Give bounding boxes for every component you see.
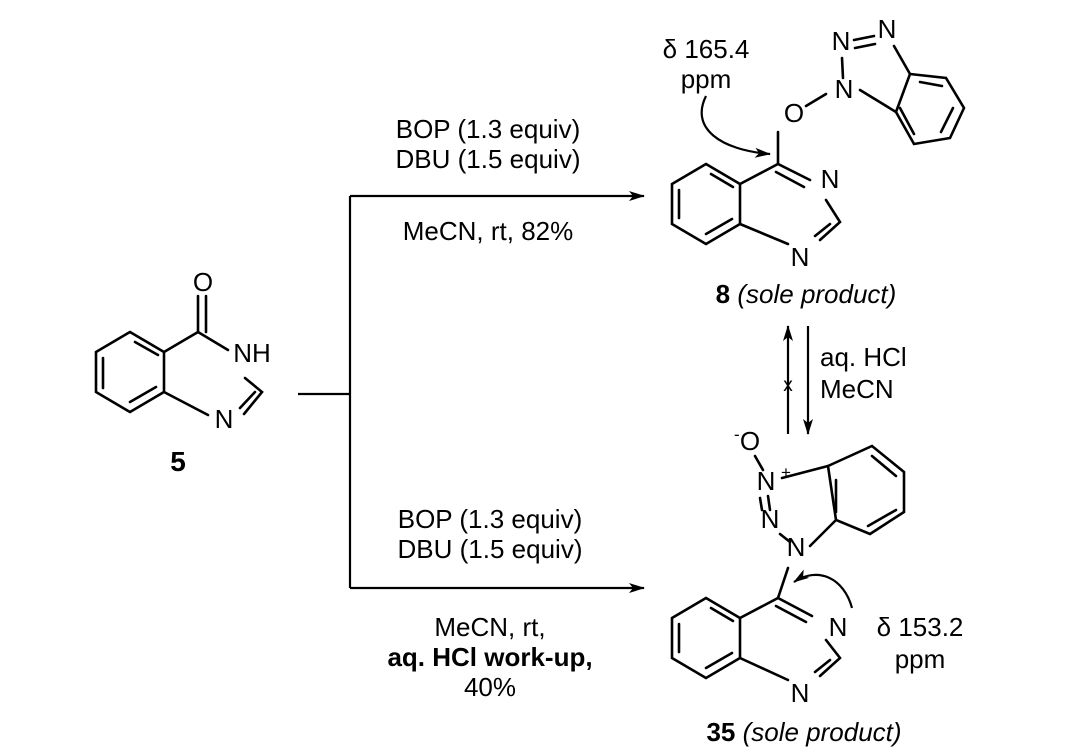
compound-35-structure: N N N N N + O - [670,425,906,708]
compound-5-label: 5 [170,446,186,477]
bt35-n2-label: N [761,504,780,534]
bottom-reagent-2: DBU (1.5 equiv) [398,534,583,564]
n1-label: N [791,242,810,272]
bottom-conditions-1: MeCN, rt, [434,612,545,642]
top-shift-unit: ppm [681,64,732,94]
top-reagent-2: DBU (1.5 equiv) [396,144,581,174]
bottom-shift-pointer [793,569,854,609]
conversion-reagent-2: MeCN [820,374,894,404]
bottom-yield: 40% [464,672,516,702]
nh-label: NH [233,338,271,368]
bt-n2-label: N [832,26,851,56]
oxygen-minus-charge: - [734,425,740,444]
compound-8-structure: O N N N N N [670,14,966,272]
bt35-n3-label: N [757,466,776,496]
top-reagent-1: BOP (1.3 equiv) [396,114,581,144]
bottom-reagent-1: BOP (1.3 equiv) [398,504,583,534]
conversion-arrows [783,325,813,435]
bottom-shift-unit: ppm [895,644,946,674]
ether-oxygen-label: O [784,98,804,128]
compound-5-structure: O NH N [94,267,271,434]
top-shift-pointer [700,95,771,158]
carbonyl-oxygen-label: O [193,267,213,297]
bt-n1-label: N [835,74,854,104]
ring-nitrogen-label: N [215,404,234,434]
top-conditions: MeCN, rt, 82% [403,216,574,246]
bottom-shift-value: δ 153.2 [877,612,964,642]
n3-label-35: N [829,612,848,642]
n-plus-charge: + [781,463,791,482]
n1-label-35: N [791,678,810,708]
compound-8-label: 8 (sole product) [716,279,897,309]
reaction-branch [298,191,645,593]
bt-n3-label: N [878,14,897,44]
n3-label: N [821,164,840,194]
conversion-reagent-1: aq. HCl [820,342,907,372]
compound-35-label: 35 (sole product) [706,717,901,747]
n-oxide-oxygen-label: O [740,426,760,456]
bt35-n1-label: N [787,532,806,562]
bottom-conditions-workup: aq. HCl work-up, [387,642,592,672]
blocked-mark: x [783,375,793,396]
top-shift-value: δ 165.4 [663,34,750,64]
